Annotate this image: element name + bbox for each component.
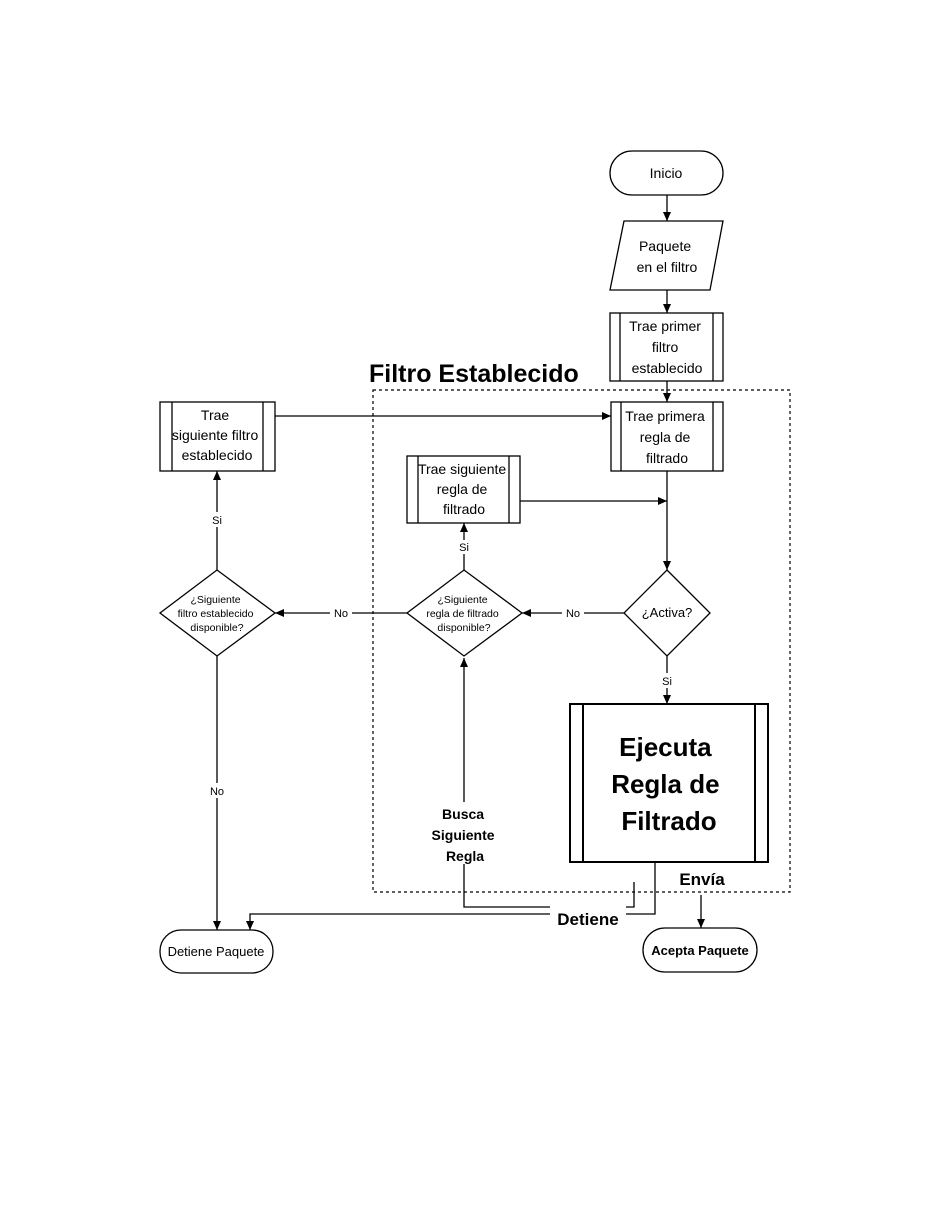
filtro-establecido-region	[372, 389, 791, 893]
detiene-paquete-terminal: Detiene Paquete	[159, 929, 274, 974]
paquete-input: Paquete en el filtro	[609, 220, 724, 291]
svg-text:Trae siguiente regla de: Trae siguiente regla de filtrado	[418, 461, 510, 517]
edge-labels: Si Si Si No No No Busca Siguiente Regla …	[206, 512, 725, 929]
si-label: Si	[212, 515, 222, 527]
siguiente-regla-decision: ¿Siguiente regla de filtrado disponible?	[405, 569, 524, 657]
no-label: No	[334, 608, 348, 620]
svg-text:Paquete en el filtro: Paquete en el filtro	[637, 238, 698, 275]
region-title: Filtro Establecido	[369, 360, 579, 388]
envia-label: Envía	[679, 870, 725, 889]
inicio-terminal: Inicio	[609, 150, 724, 196]
ejecuta-regla-process: Ejecuta Regla de Filtrado	[569, 703, 769, 863]
trae-siguiente-filtro-process: Trae siguiente filtro establecido	[159, 401, 276, 472]
no-label: No	[210, 786, 224, 798]
trae-primer-filtro-process: Trae primer filtro establecido	[609, 312, 724, 382]
svg-text:Trae siguiente filtro: Trae siguiente filtro establecido	[172, 407, 262, 463]
svg-text:Acepta Paquete: Acepta Paquete	[651, 943, 749, 958]
trae-siguiente-regla-process: Trae siguiente regla de filtrado	[406, 455, 521, 524]
siguiente-filtro-decision: ¿Siguiente filtro establecido disponible…	[158, 569, 277, 657]
no-label: No	[566, 608, 580, 620]
svg-text:Inicio: Inicio	[650, 165, 683, 181]
detiene-label: Detiene	[557, 910, 618, 929]
svg-text:Detiene Paquete: Detiene Paquete	[168, 944, 265, 959]
activa-decision: ¿Activa?	[623, 569, 711, 657]
svg-text:Ejecuta Regla de F: Ejecuta Regla de Filtrado	[611, 732, 727, 836]
trae-primera-regla-process: Trae primera regla de filtrado	[610, 401, 724, 472]
si-label: Si	[662, 676, 672, 688]
acepta-paquete-terminal: Acepta Paquete	[642, 927, 758, 973]
si-label: Si	[459, 542, 469, 554]
svg-text:¿Siguiente filtro establ: ¿Siguiente filtro establecido disponible…	[178, 594, 257, 634]
busca-siguiente-regla-label: Busca Siguiente Regla	[432, 806, 499, 864]
svg-text:Trae primera regla de: Trae primera regla de filtrado	[625, 408, 709, 466]
svg-text:¿Siguiente regla de filt: ¿Siguiente regla de filtrado disponible?	[426, 594, 501, 634]
svg-text:¿Activa?: ¿Activa?	[642, 605, 693, 620]
svg-text:Trae primer filtro: Trae primer filtro establecido	[629, 318, 705, 376]
